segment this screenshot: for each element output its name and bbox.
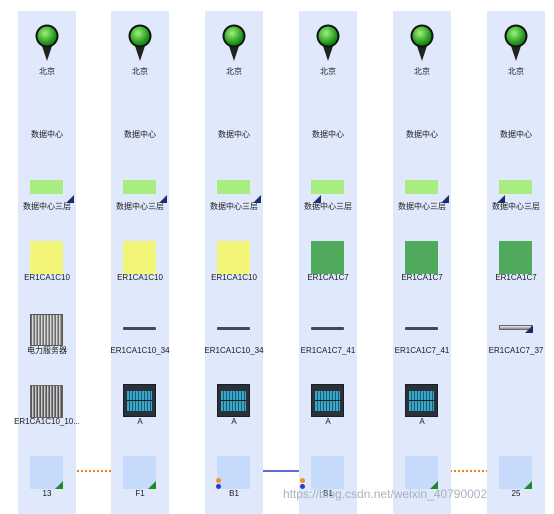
- slot-label: A: [137, 417, 143, 426]
- floor-block[interactable]: [499, 180, 532, 194]
- city-label: 北京: [414, 67, 430, 76]
- slot-label: A: [325, 417, 331, 426]
- location-pin-icon[interactable]: [127, 24, 153, 62]
- slot-device[interactable]: [30, 385, 63, 418]
- rack-block[interactable]: [405, 241, 438, 274]
- card-device[interactable]: [405, 384, 438, 417]
- device-label: ER1CA1C7_41: [300, 346, 356, 355]
- rack-block[interactable]: [311, 241, 344, 274]
- device-label: ER1CA1C7_41: [394, 346, 450, 355]
- device-corner-marker: [525, 325, 533, 333]
- rack-label: ER1CA1C7: [307, 273, 349, 282]
- floor-corner-marker: [159, 195, 167, 203]
- city-label: 北京: [320, 67, 336, 76]
- rack-block[interactable]: [499, 241, 532, 274]
- location-pin-icon[interactable]: [409, 24, 435, 62]
- rack-block[interactable]: [217, 241, 250, 274]
- datacenter-label[interactable]: 数据中心: [124, 130, 156, 139]
- server-device[interactable]: [30, 314, 63, 346]
- column-5: 北京 数据中心 数据中心三层 ER1CA1C7 ER1CA1C7_41 A: [393, 11, 451, 514]
- slot-label: ER1CA1C10_10...: [14, 417, 80, 426]
- card-device[interactable]: [311, 384, 344, 417]
- floor-block[interactable]: [311, 180, 344, 194]
- datacenter-label[interactable]: 数据中心: [312, 130, 344, 139]
- floor-label: 数据中心三层: [304, 202, 352, 211]
- rack-block[interactable]: [30, 241, 63, 274]
- floor-corner-marker: [253, 195, 261, 203]
- floor-block[interactable]: [217, 180, 250, 194]
- status-dot-orange: [216, 478, 221, 483]
- card-device[interactable]: [217, 384, 250, 417]
- status-dot-blue: [300, 484, 305, 489]
- datacenter-label[interactable]: 数据中心: [500, 130, 532, 139]
- port-label: B1: [323, 489, 333, 498]
- datacenter-label[interactable]: 数据中心: [31, 130, 63, 139]
- port-corner-marker: [524, 481, 532, 489]
- rack-label: ER1CA1C7: [495, 273, 537, 282]
- floor-label: 数据中心三层: [210, 202, 258, 211]
- floor-block[interactable]: [123, 180, 156, 194]
- link-13-f1[interactable]: [45, 468, 112, 474]
- device-label: ER1CA1C10_34: [204, 346, 264, 355]
- rack-label: ER1CA1C10: [24, 273, 70, 282]
- rack-label: ER1CA1C7: [401, 273, 443, 282]
- rack-block[interactable]: [123, 241, 156, 274]
- floor-corner-marker: [66, 195, 74, 203]
- city-label: 北京: [226, 67, 242, 76]
- column-4: 北京 数据中心 数据中心三层 ER1CA1C7 ER1CA1C7_41 A B1: [299, 11, 357, 514]
- port-block[interactable]: [217, 456, 250, 489]
- floor-label: 数据中心三层: [492, 202, 540, 211]
- datacenter-label[interactable]: 数据中心: [218, 130, 250, 139]
- device-bar[interactable]: [405, 327, 438, 330]
- column-3: 北京 数据中心 数据中心三层 ER1CA1C10 ER1CA1C10_34 A …: [204, 11, 264, 514]
- watermark: https://blog.csdn.net/weixin_40790002: [283, 487, 488, 501]
- column-6: 北京 数据中心 数据中心三层 ER1CA1C7 ER1CA1C7_37 25: [487, 11, 545, 514]
- location-pin-icon[interactable]: [221, 24, 247, 62]
- port-label: B1: [229, 489, 239, 498]
- floor-corner-marker: [313, 195, 321, 203]
- device-label: ER1CA1C10_34: [110, 346, 170, 355]
- card-device[interactable]: [123, 384, 156, 417]
- slot-label: A: [231, 417, 237, 426]
- rack-label: ER1CA1C10: [117, 273, 163, 282]
- location-pin-icon[interactable]: [315, 24, 341, 62]
- city-label: 北京: [508, 67, 524, 76]
- port-corner-marker: [430, 481, 438, 489]
- floor-label: 数据中心三层: [116, 202, 164, 211]
- slot-label: A: [419, 417, 425, 426]
- floor-corner-marker: [497, 195, 505, 203]
- port-label: F1: [135, 489, 145, 498]
- city-label: 北京: [132, 67, 148, 76]
- status-dot-orange: [300, 478, 305, 483]
- floor-block[interactable]: [405, 180, 438, 194]
- datacenter-label[interactable]: 数据中心: [406, 130, 438, 139]
- device-bar[interactable]: [311, 327, 344, 330]
- device-label: ER1CA1C7_37: [488, 346, 544, 355]
- rack-label: ER1CA1C10: [211, 273, 257, 282]
- port-corner-marker: [55, 481, 63, 489]
- port-label: 13: [42, 489, 52, 498]
- port-label: 25: [511, 489, 521, 498]
- column-2: 北京 数据中心 数据中心三层 ER1CA1C10 ER1CA1C10_34 A …: [110, 11, 170, 514]
- device-bar[interactable]: [217, 327, 250, 330]
- city-label: 北京: [39, 67, 55, 76]
- floor-block[interactable]: [30, 180, 63, 194]
- port-corner-marker: [148, 481, 156, 489]
- column-1: 北京 数据中心 数据中心三层 ER1CA1C10 电力服务器 ER1CA1C10…: [14, 11, 80, 514]
- floor-corner-marker: [441, 195, 449, 203]
- port-block[interactable]: [311, 456, 344, 489]
- floor-label: 数据中心三层: [398, 202, 446, 211]
- status-dot-blue: [216, 484, 221, 489]
- location-pin-icon[interactable]: [503, 24, 529, 62]
- location-pin-icon[interactable]: [34, 24, 60, 62]
- device-label: 电力服务器: [27, 346, 67, 355]
- floor-label: 数据中心三层: [23, 202, 71, 211]
- device-bar[interactable]: [123, 327, 156, 330]
